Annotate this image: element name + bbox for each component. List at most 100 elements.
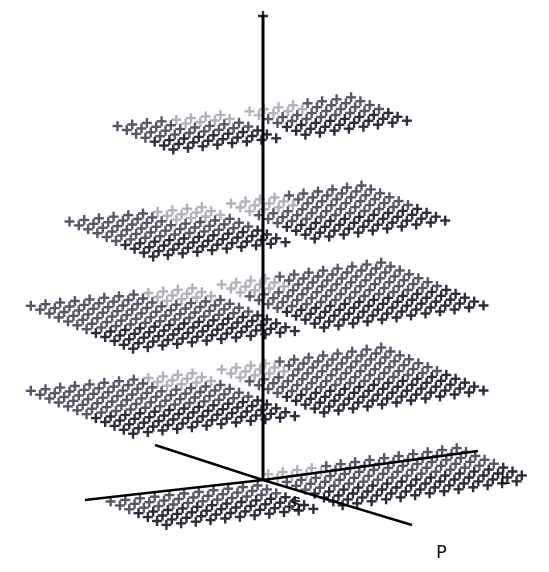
lattice-marker-layer-2 <box>383 377 394 388</box>
lattice-marker-layer-2 <box>347 346 358 357</box>
lattice-marker-layer-1 <box>183 497 193 508</box>
lattice-marker-layer-1 <box>324 486 335 497</box>
lattice-marker-layer-2 <box>49 388 60 399</box>
lattice-marker-layer-1 <box>249 510 260 521</box>
lattice-marker-layer-2 <box>363 385 374 396</box>
lattice-marker-layer-1 <box>353 482 364 493</box>
lattice-marker-layer-5 <box>363 115 374 126</box>
lattice-marker-layer-2 <box>72 405 83 416</box>
lattice-marker-layer-1 <box>386 488 397 499</box>
lattice-marker-layer-3 <box>35 304 46 315</box>
lattice-marker-layer-1 <box>396 476 407 487</box>
lattice-marker-layer-2 <box>425 387 436 398</box>
lattice-marker-layer-1 <box>152 516 163 526</box>
lattice-marker-layer-3 <box>432 281 442 291</box>
lattice-marker-layer-2 <box>160 395 171 406</box>
lattice-marker-layer-1 <box>173 494 184 504</box>
lattice-marker-layer-2 <box>177 418 188 429</box>
lattice-marker-layer-3 <box>160 310 171 321</box>
lattice-marker-layer-4 <box>324 231 335 242</box>
lattice-marker-layer-4 <box>316 212 326 222</box>
lattice-marker-layer-2 <box>296 389 307 400</box>
lattice-marker-layer-3 <box>223 313 234 324</box>
lattice-marker-layer-3 <box>156 301 167 312</box>
lattice-marker-layer-1 <box>410 490 421 501</box>
lattice-marker-layer-5 <box>188 137 199 148</box>
lattice-marker-layer-1 <box>465 456 476 467</box>
lattice-marker-layer-2 <box>388 372 399 382</box>
lattice-marker-layer-2 <box>263 384 274 395</box>
lattice-marker-layer-3 <box>363 300 374 311</box>
lattice-marker-layer-2 <box>407 379 418 390</box>
lattice-marker-layer-3 <box>53 312 64 323</box>
lattice-marker-layer-4 <box>284 190 294 201</box>
lattice-marker-layer-2 <box>284 360 294 371</box>
lattice-marker-layer-2 <box>440 385 451 396</box>
lattice-marker-layer-4 <box>401 215 412 226</box>
lattice-marker-layer-3 <box>103 302 114 313</box>
lattice-marker-layer-3 <box>478 300 489 311</box>
lattice-marker-layer-3 <box>107 311 118 322</box>
lattice-marker-layer-3 <box>200 296 211 307</box>
lattice-marker-layer-3 <box>271 318 282 329</box>
lattice-marker-layer-5 <box>208 130 219 141</box>
lattice-marker-layer-5 <box>345 108 355 118</box>
lattice-marker-layer-5 <box>383 107 394 118</box>
lattice-marker-layer-5 <box>291 125 302 136</box>
lattice-marker-layer-3 <box>189 307 200 318</box>
lattice-marker-layer-3 <box>235 287 246 298</box>
lattice-marker-layer-4 <box>300 229 311 240</box>
lattice-marker-layer-3 <box>121 310 132 320</box>
lattice-marker-layer-3 <box>280 322 291 333</box>
lattice-marker-layer-3 <box>387 302 398 313</box>
lattice-marker-layer-2 <box>129 413 140 424</box>
lattice-marker-layer-4 <box>138 247 149 258</box>
lattice-marker-layer-3 <box>411 304 422 315</box>
lattice-marker-layer-1 <box>415 484 426 495</box>
lattice-marker-layer-1 <box>260 499 271 510</box>
lattice-marker-layer-4 <box>350 202 361 213</box>
lattice-marker-layer-3 <box>318 265 329 276</box>
lattice-marker-layer-2 <box>394 350 405 361</box>
lattice-marker-layer-4 <box>384 192 395 203</box>
lattice-marker-layer-3 <box>291 310 302 321</box>
lattice-marker-layer-4 <box>280 237 291 248</box>
lattice-marker-layer-3 <box>203 320 214 331</box>
lattice-marker-layer-2 <box>116 400 127 411</box>
lattice-marker-layer-2 <box>96 407 107 418</box>
lattice-marker-layer-1 <box>236 497 247 507</box>
lattice-marker-layer-4 <box>383 207 394 218</box>
lattice-marker-layer-1 <box>221 498 232 509</box>
lattice-marker-layer-3 <box>316 297 326 307</box>
lattice-marker-layer-3 <box>321 291 332 302</box>
lattice-marker-layer-5 <box>329 125 340 136</box>
lattice-marker-layer-2 <box>232 402 243 413</box>
lattice-marker-layer-1 <box>176 518 187 529</box>
lattice-marker-layer-1 <box>227 493 238 504</box>
lattice-marker-layer-4 <box>207 245 217 256</box>
lattice-marker-layer-1 <box>377 484 387 495</box>
lattice-marker-layer-2 <box>375 358 386 369</box>
lattice-marker-layer-4 <box>368 209 379 220</box>
lattice-marker-layer-2 <box>326 370 337 381</box>
lattice-marker-layer-3 <box>385 261 396 272</box>
lattice-marker-layer-5 <box>210 115 220 126</box>
lattice-marker-layer-2 <box>73 390 84 401</box>
lattice-marker-layer-1 <box>445 464 456 475</box>
lattice-marker-layer-3 <box>353 312 364 323</box>
lattice-marker-layer-2 <box>377 399 387 410</box>
lattice-marker-layer-3 <box>245 275 256 286</box>
lattice-marker-layer-2 <box>193 401 204 412</box>
lattice-marker-layer-2 <box>350 372 361 383</box>
lattice-marker-layer-4 <box>199 226 210 237</box>
lattice-marker-layer-1 <box>142 512 153 523</box>
lattice-marker-layer-3 <box>343 308 354 319</box>
lattice-marker-layer-2 <box>280 407 291 418</box>
lattice-marker-layer-2 <box>183 412 193 423</box>
lattice-marker-layer-4 <box>112 221 123 232</box>
lattice-marker-layer-4 <box>310 217 321 228</box>
lattice-marker-layer-2 <box>324 401 335 412</box>
lattice-marker-layer-1 <box>407 464 418 475</box>
lattice-marker-layer-2 <box>133 423 144 434</box>
lattice-marker-layer-2 <box>201 420 212 431</box>
